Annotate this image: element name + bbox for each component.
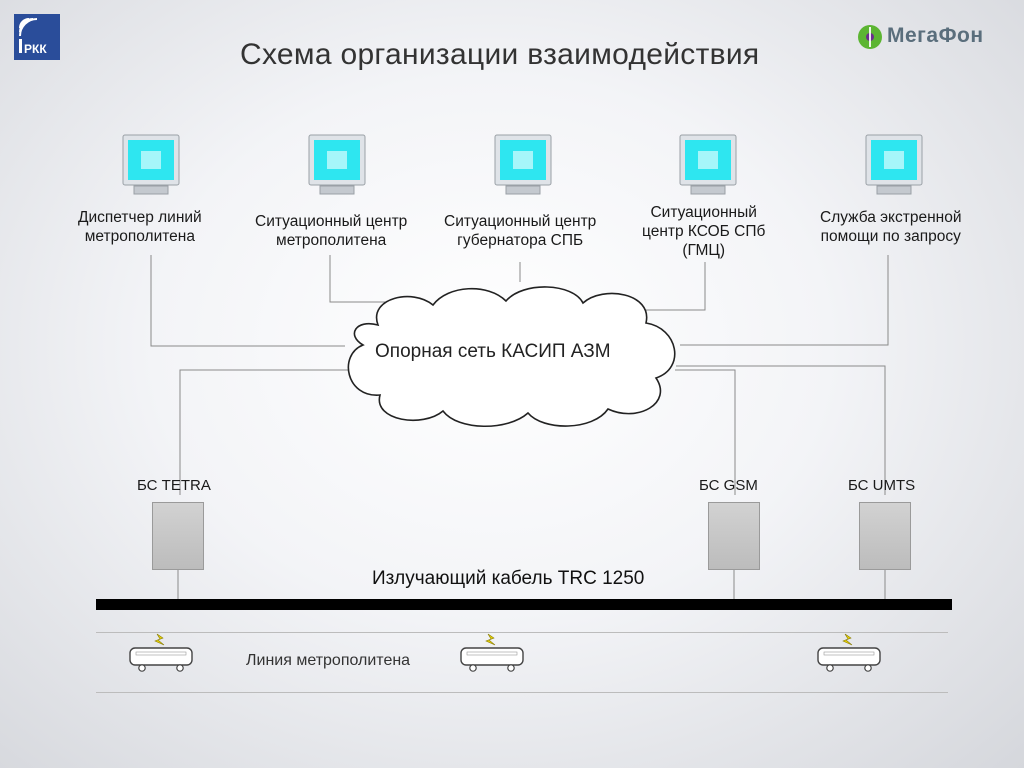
lightning-icon xyxy=(154,633,165,646)
metro-line-label: Линия метрополитена xyxy=(246,652,411,669)
megafon-logo xyxy=(858,25,882,49)
wire-bs-gsm xyxy=(675,369,736,495)
wire-emergency xyxy=(680,255,889,346)
wire-dispatcher xyxy=(150,255,345,347)
metro-line-top xyxy=(96,632,948,633)
wire-sc-metro xyxy=(329,255,400,303)
bs-umts-box xyxy=(859,502,911,570)
train-icon xyxy=(129,633,193,672)
backbone-network-label: Опорная сеть КАСИП АЗМ xyxy=(375,341,611,362)
lightning-icon xyxy=(842,633,853,646)
lightning-icon xyxy=(485,633,496,646)
train-icon xyxy=(817,633,881,672)
metro-line-bottom xyxy=(96,692,948,693)
wire-bs-tetra xyxy=(179,369,352,495)
slide-title: Схема организации взаимодействия xyxy=(240,38,760,71)
bs-tetra-box xyxy=(152,502,204,570)
wire-bs-umts xyxy=(676,365,886,495)
train-icon xyxy=(460,633,524,672)
monitor-icon xyxy=(494,134,552,195)
bs-gsm-box xyxy=(708,502,760,570)
bs-tetra-label: БС TETRA xyxy=(137,477,211,494)
monitor-icon xyxy=(122,134,180,195)
monitor-icon xyxy=(308,134,366,195)
backbone-network-cloud xyxy=(347,286,676,428)
rkk-logo-text: РКК xyxy=(24,42,47,56)
rkk-logo: РКК xyxy=(14,14,60,60)
monitor-icon xyxy=(679,134,737,195)
monitor-icon xyxy=(865,134,923,195)
cable-label: Излучающий кабель TRC 1250 xyxy=(372,568,645,589)
bs-gsm-label: БС GSM xyxy=(699,477,758,494)
bs-umts-label: БС UMTS xyxy=(848,477,916,494)
megafon-logo-text: МегаФон xyxy=(887,24,984,47)
wire-ksob xyxy=(630,262,706,311)
radiating-cable xyxy=(96,599,952,610)
